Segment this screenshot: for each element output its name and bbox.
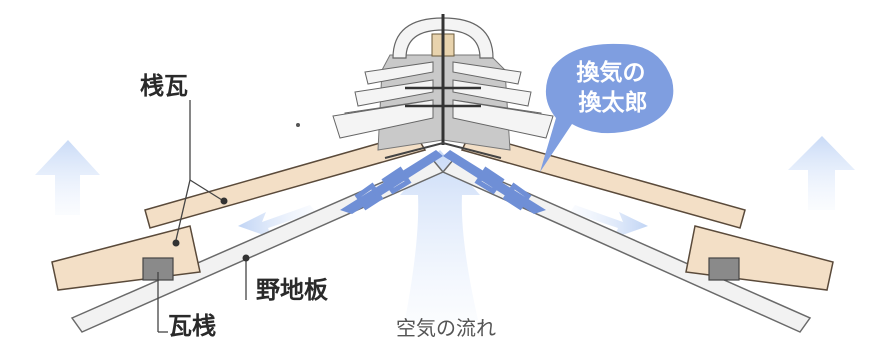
- leader-sankawara-a: [189, 179, 223, 201]
- label-air-flow: 空気の流れ: [396, 316, 496, 340]
- bubble-line-2: 換太郎: [579, 89, 648, 116]
- arrow-left-diagonal-icon: [238, 205, 316, 238]
- label-nojiita: 野地板: [256, 276, 329, 304]
- ridge-fin-left-1: [364, 61, 434, 85]
- arrow-right-diagonal-icon: [570, 205, 648, 238]
- ridge-structure: [332, 14, 554, 159]
- ridge-fin-right-1: [452, 61, 522, 85]
- ridge-cap: [392, 17, 494, 59]
- label-kawarasan: 瓦桟: [168, 312, 216, 340]
- vent-left-frame-2: [381, 166, 412, 195]
- product-bubble: 換気の 換太郎: [540, 43, 674, 172]
- vent-left-frame: [354, 182, 384, 211]
- vent-right-frame: [502, 182, 532, 211]
- ridge-fin-left-2: [354, 79, 434, 107]
- ridge-fin-right-4: [452, 99, 554, 139]
- arrow-up-right-icon: [788, 136, 855, 210]
- tile-left-upper: [144, 132, 427, 229]
- bubble-shape: [540, 43, 674, 172]
- ridge-fin-left-4: [332, 99, 434, 139]
- ridge-apex-line: [384, 141, 502, 159]
- leader-lines: [157, 100, 300, 333]
- bubble-line-1: 換気の: [577, 59, 646, 86]
- point-sankawara-a: [220, 197, 228, 205]
- vent-right-frame-2: [474, 166, 505, 195]
- vent-product: [340, 150, 546, 214]
- dot-mark: [296, 123, 300, 127]
- label-sankawara: 桟瓦: [140, 72, 188, 100]
- arrow-up-center-icon: [400, 150, 480, 320]
- vent-left: [340, 150, 443, 214]
- point-sankawara-b: [172, 239, 180, 247]
- point-nojiita: [242, 254, 250, 262]
- air-flow-arrows: [35, 136, 855, 320]
- leader-sankawara-b: [175, 179, 191, 241]
- arrow-up-left-icon: [35, 140, 100, 215]
- roof-tiles: [51, 132, 834, 291]
- tile-right-upper: [460, 132, 746, 229]
- batten-right: [708, 257, 740, 281]
- vent-right: [443, 150, 546, 214]
